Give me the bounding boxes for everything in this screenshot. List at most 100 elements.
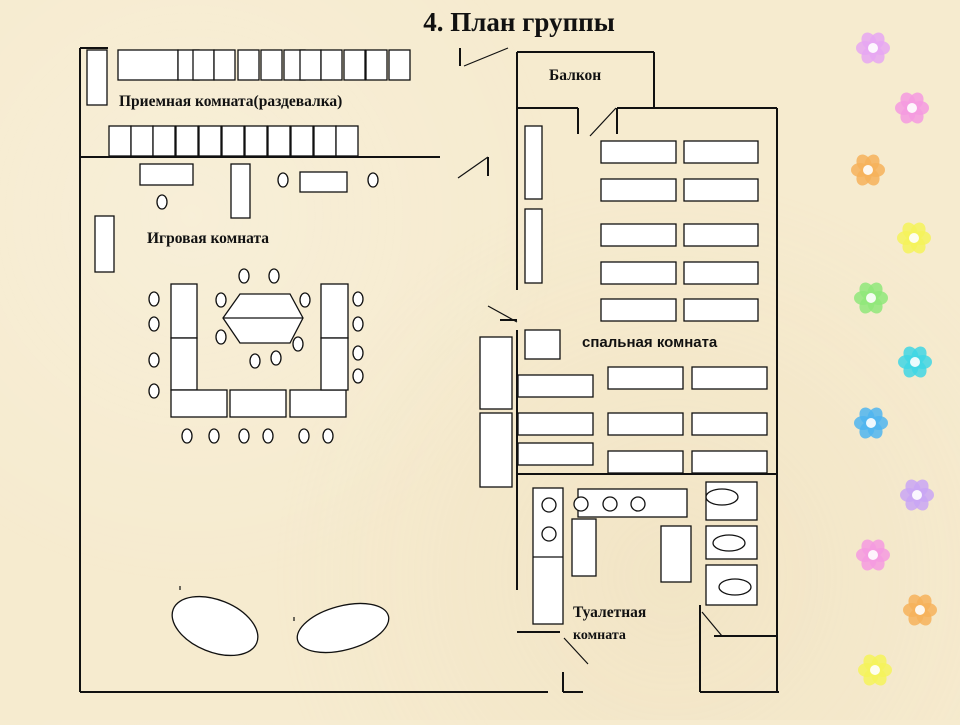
shelf	[230, 163, 251, 219]
chair	[298, 428, 310, 444]
flower-icon	[900, 479, 934, 511]
chair	[270, 350, 282, 366]
play-room-furniture: Игровая комната	[94, 163, 390, 657]
chair	[181, 428, 193, 444]
flower-icon	[854, 407, 888, 439]
cabinet-tall	[86, 49, 108, 106]
desk	[170, 283, 198, 339]
locker	[267, 125, 291, 157]
toilet-furniture: Туалетная комната	[532, 481, 758, 643]
chair	[352, 316, 364, 332]
chair	[292, 336, 304, 352]
locker	[388, 49, 411, 81]
flower-icon	[903, 594, 937, 626]
door-swing-balcony	[589, 107, 617, 137]
label-toilet-line1: Туалетная	[573, 604, 646, 621]
bed	[691, 366, 768, 390]
desk	[289, 389, 347, 418]
table-cluster	[148, 268, 364, 444]
label-reception: Приемная комната(раздевалка)	[119, 93, 342, 110]
locker	[108, 125, 132, 157]
bed	[600, 140, 677, 164]
flower-icon	[858, 654, 892, 686]
door-swing-play	[457, 156, 489, 179]
locker	[571, 518, 597, 577]
locker	[290, 125, 314, 157]
cabinet	[524, 125, 543, 200]
locker	[192, 49, 215, 81]
chair	[148, 383, 160, 399]
label-bedroom: спальная комната	[582, 334, 718, 351]
locker	[175, 125, 199, 157]
beds-upper	[600, 140, 759, 322]
locker	[365, 49, 388, 81]
bedroom-furniture: Балкон спальная комната	[479, 67, 768, 488]
decorative-flowers	[851, 32, 937, 686]
stool	[156, 194, 168, 210]
bed	[683, 140, 759, 164]
label-balcony: Балкон	[549, 67, 601, 84]
chair	[238, 428, 250, 444]
locker	[213, 49, 236, 81]
toilet-bowl	[718, 578, 752, 596]
locker	[237, 49, 260, 81]
desk	[170, 337, 198, 391]
chair	[208, 428, 220, 444]
chair	[268, 268, 280, 284]
label-play-room: Игровая комната	[147, 230, 269, 247]
sink	[573, 496, 589, 512]
flower-icon	[854, 282, 888, 314]
bed	[600, 261, 677, 285]
locker	[313, 125, 337, 157]
wardrobe	[479, 336, 513, 410]
locker	[152, 125, 176, 157]
locker	[198, 125, 222, 157]
bed	[607, 450, 684, 474]
cabinet	[524, 208, 543, 284]
sink	[541, 497, 557, 513]
chair	[262, 428, 274, 444]
bed	[600, 223, 677, 247]
bed	[517, 412, 594, 436]
flower-icon	[897, 222, 931, 254]
bed	[691, 412, 768, 436]
sink	[602, 496, 618, 512]
sink	[630, 496, 646, 512]
locker	[244, 125, 268, 157]
chair	[322, 428, 334, 444]
toilet-bowl	[712, 534, 746, 552]
lockers-top-row	[177, 49, 411, 81]
walls	[79, 47, 779, 693]
door-swing-reception	[463, 47, 509, 67]
locker	[260, 49, 283, 81]
chair	[148, 352, 160, 368]
locker	[343, 49, 366, 81]
bed	[683, 178, 759, 202]
reception-furniture: Приемная комната(раздевалка)	[86, 49, 411, 157]
locker	[130, 125, 154, 157]
sink	[541, 526, 557, 542]
locker	[320, 49, 343, 81]
locker	[660, 525, 692, 583]
desk	[170, 389, 228, 418]
door-swing-toilet	[563, 637, 589, 665]
desk	[320, 337, 349, 391]
desk	[320, 283, 349, 339]
bed	[683, 223, 759, 247]
bed	[607, 412, 684, 436]
flower-icon	[898, 346, 932, 378]
lockers-bottom-row	[108, 125, 359, 157]
desk	[229, 389, 287, 418]
flower-icon	[851, 154, 885, 186]
door-swing-toilet-right	[701, 611, 723, 637]
chair	[249, 353, 261, 369]
rug-right	[296, 602, 390, 654]
bed	[517, 442, 594, 466]
beds-lower	[517, 366, 768, 474]
chair	[352, 368, 364, 384]
nightstand	[524, 329, 561, 360]
cabinet	[94, 215, 115, 273]
bed	[683, 261, 759, 285]
bench	[117, 49, 179, 81]
bed	[517, 374, 594, 398]
